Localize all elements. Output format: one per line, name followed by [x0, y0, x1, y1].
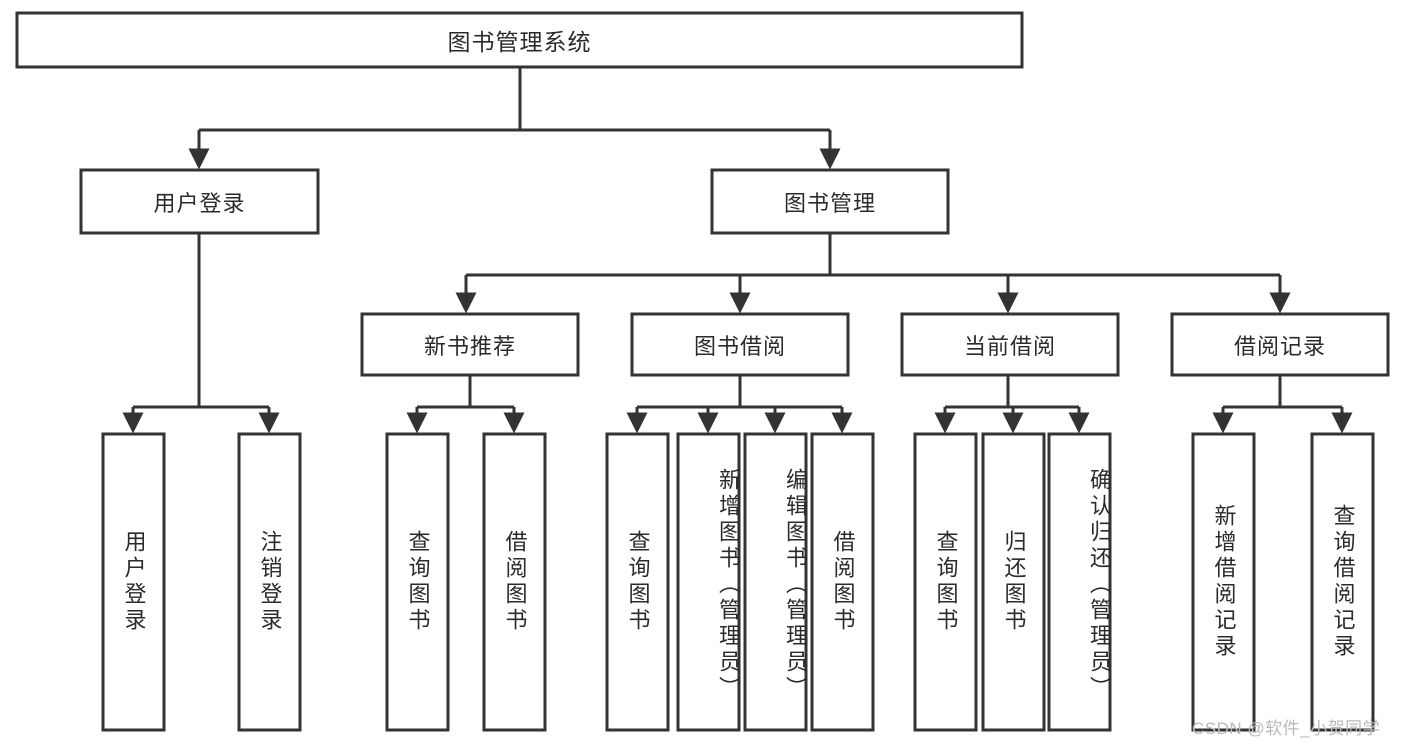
node-box-root[interactable]	[15, 11, 1024, 69]
node-box-book-borrow[interactable]	[630, 312, 850, 377]
node-box-leaf-user-login[interactable]	[101, 432, 166, 732]
node-box-leaf-query-books-borrow[interactable]	[605, 432, 670, 732]
node-box-leaf-query-borrow-record[interactable]	[1310, 432, 1375, 732]
node-box-leaf-add-book-admin[interactable]	[676, 432, 741, 732]
node-box-book-management[interactable]	[710, 168, 950, 235]
node-box-borrow-records[interactable]	[1170, 312, 1390, 377]
node-box-leaf-borrow-book[interactable]	[810, 432, 875, 732]
node-box-leaf-query-books-current[interactable]	[913, 432, 978, 732]
node-box-leaf-edit-book-admin[interactable]	[743, 432, 808, 732]
node-box-user-login[interactable]	[79, 168, 320, 235]
node-box-current-borrow[interactable]	[900, 312, 1120, 377]
node-box-leaf-confirm-return-admin[interactable]	[1047, 432, 1112, 732]
node-box-leaf-logout[interactable]	[237, 432, 302, 732]
node-box-new-book-recommend[interactable]	[360, 312, 580, 377]
node-box-leaf-return-book[interactable]	[981, 432, 1046, 732]
node-box-leaf-add-borrow-record[interactable]	[1191, 432, 1256, 732]
node-box-leaf-borrow-books-rec[interactable]	[482, 432, 547, 732]
node-box-leaf-query-books-rec[interactable]	[385, 432, 450, 732]
